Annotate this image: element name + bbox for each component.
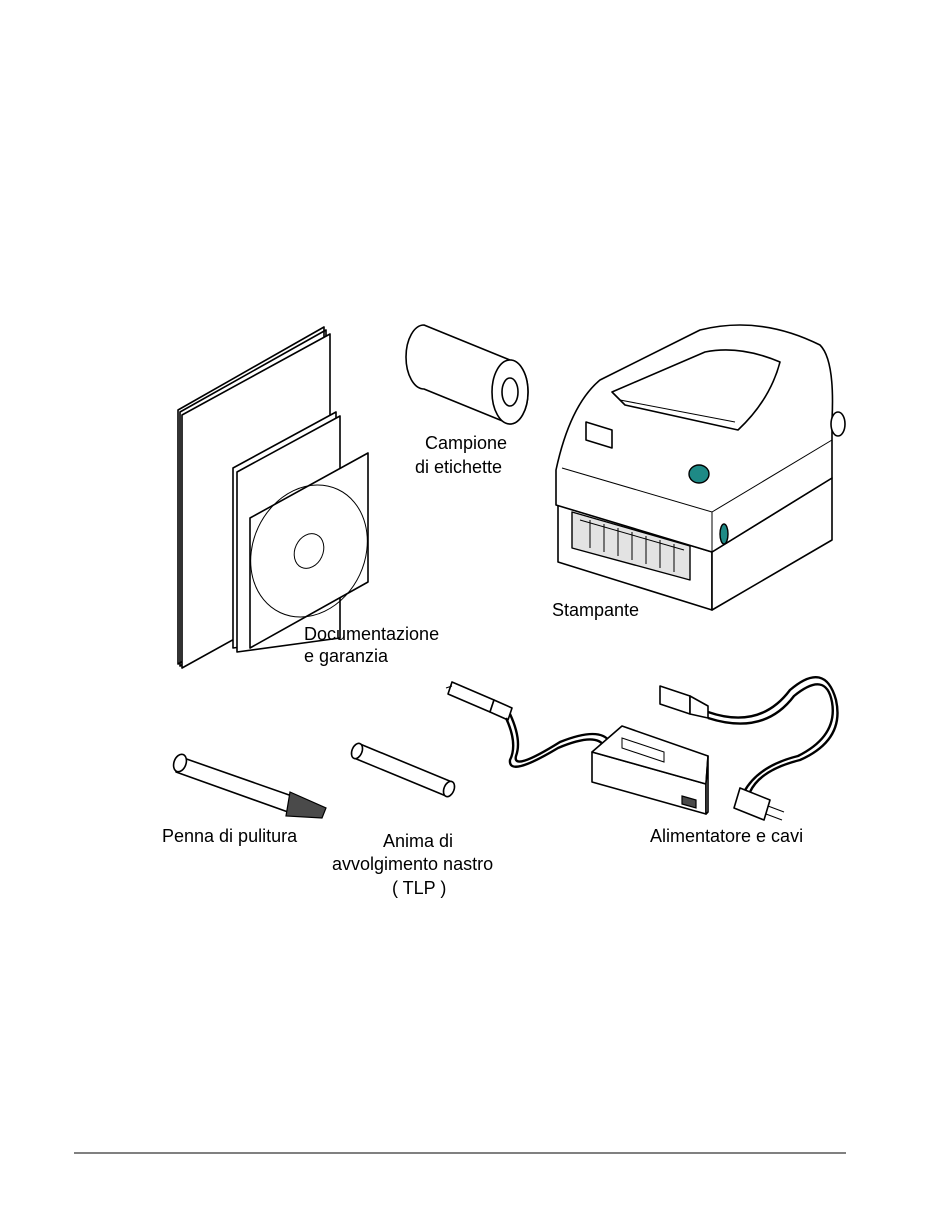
ribbon-core-label-line1: Anima di (383, 831, 453, 851)
cleaning-pen-illustration (171, 752, 326, 818)
printer-illustration (556, 325, 845, 610)
ribbon-core-label-line2: avvolgimento nastro (332, 854, 493, 874)
documentation-illustration (178, 327, 388, 668)
labels-label-line1: Campione (425, 433, 507, 453)
label-roll-illustration (406, 325, 528, 424)
cleaning-pen-label: Penna di pulitura (162, 826, 298, 846)
ribbon-core-illustration (349, 742, 456, 799)
printer-label: Stampante (552, 600, 639, 620)
labels-label-line2: di etichette (415, 457, 502, 477)
documentation-label-line1: Documentazione (304, 624, 439, 644)
ribbon-core-label-line3: ( TLP ) (392, 878, 446, 898)
documentation-label-line2: e garanzia (304, 646, 389, 666)
power-supply-label: Alimentatore e cavi (650, 826, 803, 846)
power-supply-illustration (446, 677, 838, 820)
